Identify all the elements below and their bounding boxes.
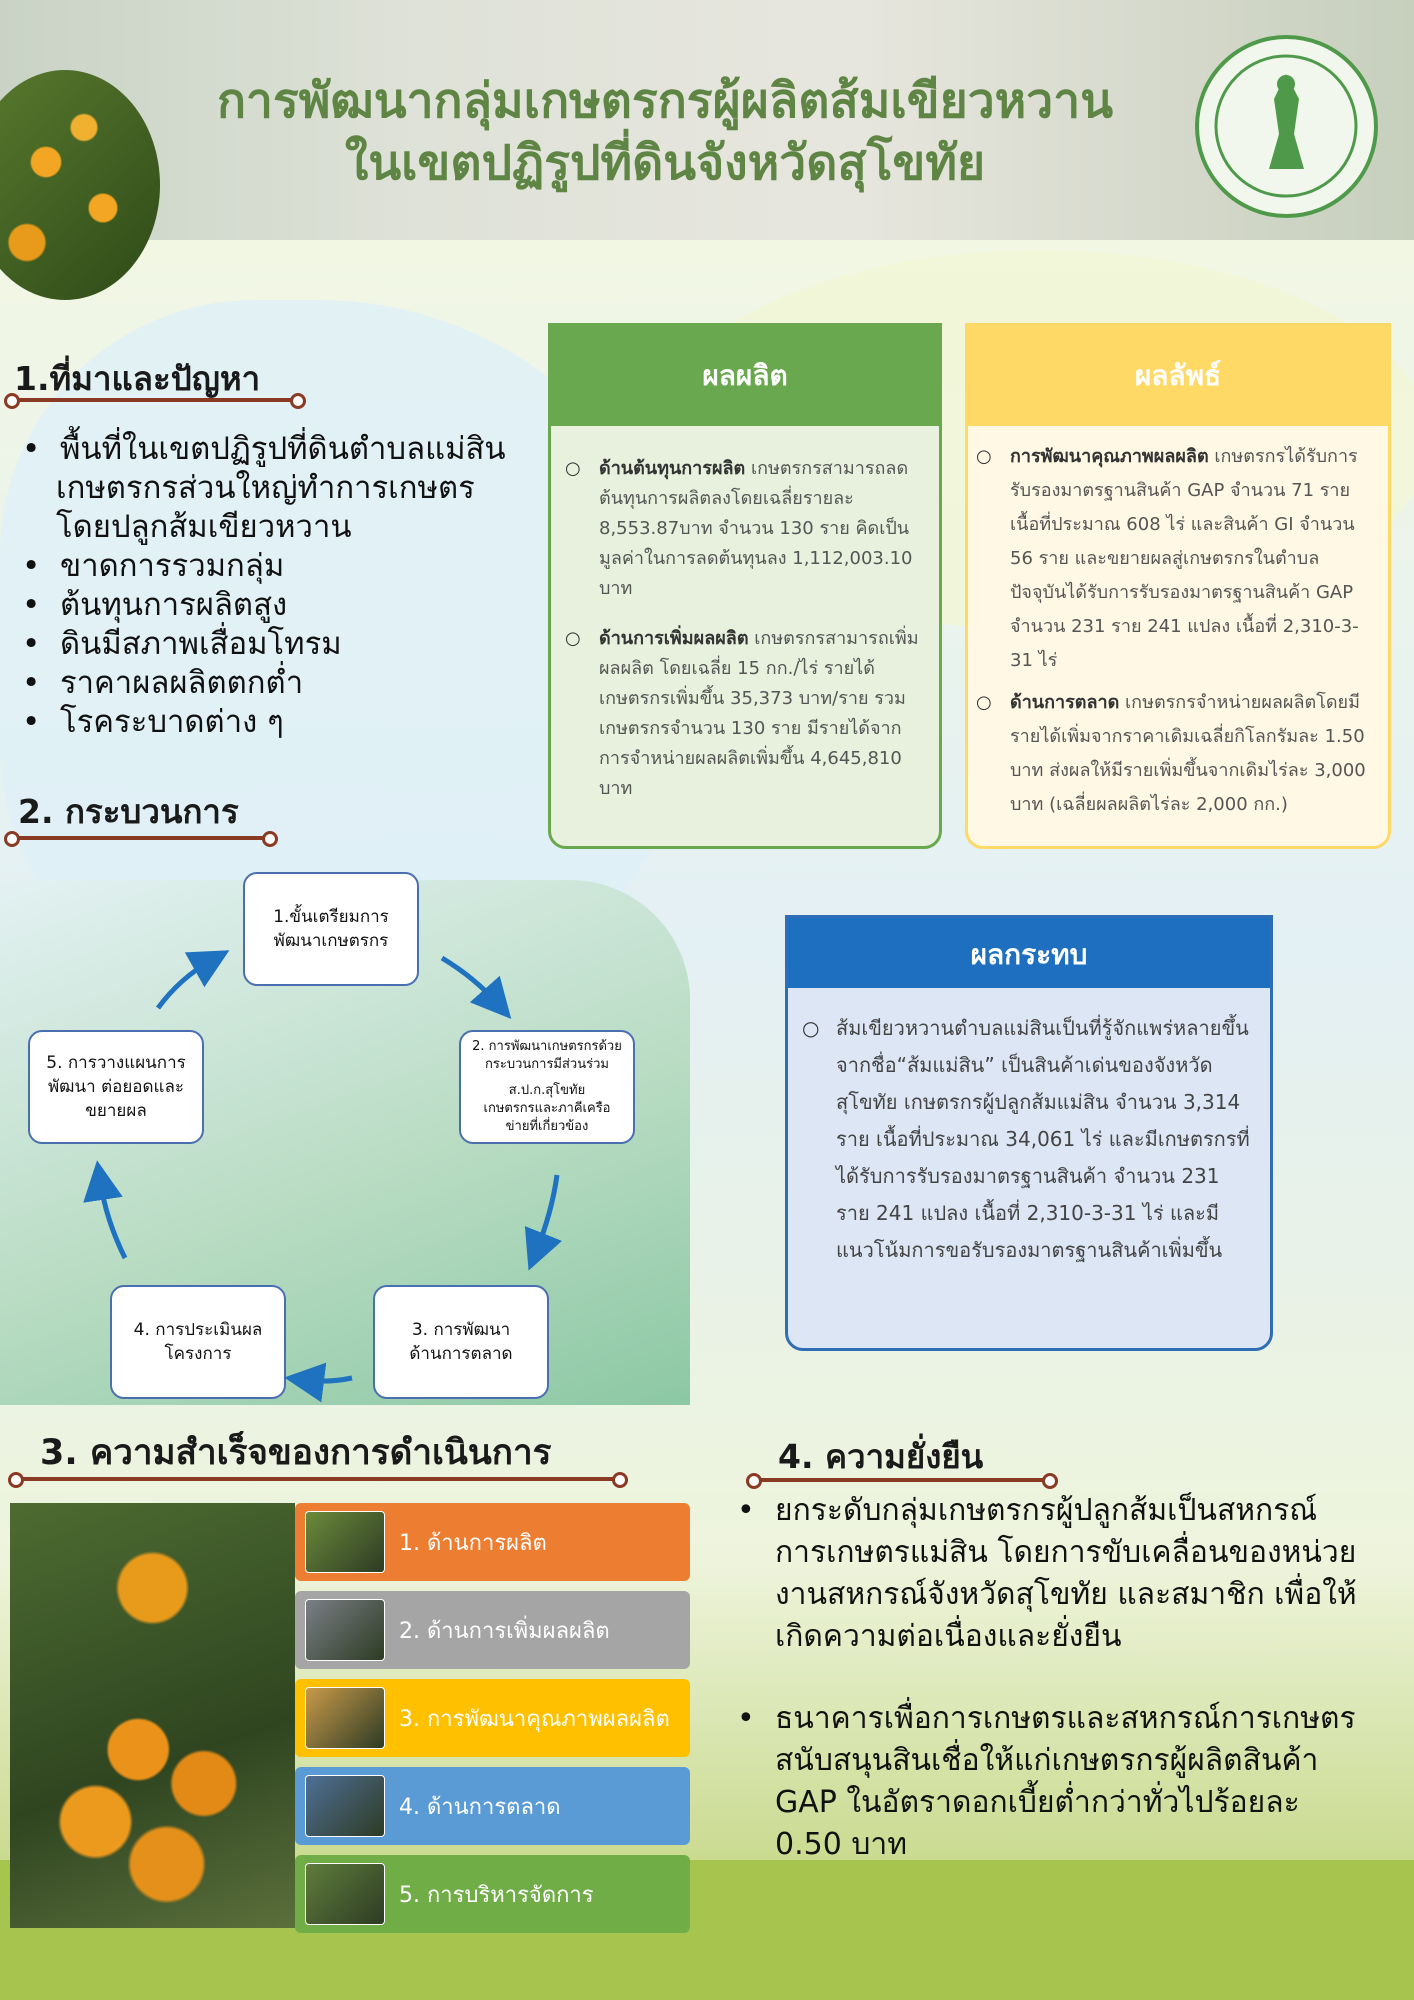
thumbnail-photo (305, 1863, 385, 1925)
success-item: 1. ด้านการผลิต (295, 1503, 690, 1581)
arrow-icon (524, 1174, 562, 1271)
outcome-item-2-text: เกษตรกรจำหน่ายผลผลิตโดยมีรายได้เพิ่มจากร… (1010, 692, 1366, 815)
process-step-1-label: 1.ขั้นเตรียมการพัฒนาเกษตรกร (273, 907, 389, 951)
output-item-1-text: เกษตรกรสามารถลดต้นทุนการผลิตลงโดยเฉลี่ยร… (599, 458, 913, 599)
process-step-4: 4. การประเมินผลโครงการ (110, 1285, 286, 1399)
section2-title: 2. กระบวนการ (18, 792, 239, 831)
arrow-icon (440, 955, 512, 1019)
process-step-4-label: 4. การประเมินผลโครงการ (133, 1320, 263, 1364)
list-item: ต้นทุนการผลิตสูง (20, 586, 560, 625)
output-item-1-head: ด้านต้นทุนการผลิต (599, 458, 746, 479)
output-card: ผลผลิต ด้านต้นทุนการผลิต เกษตรกรสามารถลด… (548, 323, 942, 849)
output-item-1: ด้านต้นทุนการผลิต เกษตรกรสามารถลดต้นทุนก… (565, 454, 929, 604)
outcome-card-title: ผลลัพธ์ (968, 326, 1388, 426)
success-item-label: 2. ด้านการเพิ่มผลผลิต (399, 1618, 610, 1644)
agency-logo (1195, 35, 1378, 218)
impact-item: ส้มเขียวหวานตำบลแม่สินเป็นที่รู้จักแพร่ห… (802, 1010, 1256, 1269)
arrow-icon (155, 950, 230, 1010)
list-item: เกษตรกรส่วนใหญ่ทำการเกษตร (56, 470, 475, 506)
thumbnail-photo (305, 1775, 385, 1837)
process-step-3: 3. การพัฒนาด้านการตลาด (373, 1285, 549, 1399)
impact-card-body: ส้มเขียวหวานตำบลแม่สินเป็นที่รู้จักแพร่ห… (788, 988, 1270, 1269)
title-line-2: ในเขตปฏิรูปที่ดินจังหวัดสุโขทัย (344, 135, 986, 191)
sustainability-list: ยกระดับกลุ่มเกษตรกรผู้ปลูกส้มเป็นสหกรณ์ก… (735, 1490, 1375, 1866)
outcome-item-2: ด้านการตลาด เกษตรกรจำหน่ายผลผลิตโดยมีราย… (976, 686, 1376, 822)
process-step-5: 5. การวางแผนการพัฒนา ต่อยอดและขยายผล (28, 1030, 204, 1144)
section3-title: 3. ความสำเร็จของการดำเนินการ (40, 1433, 552, 1473)
impact-card: ผลกระทบ ส้มเขียวหวานตำบลแม่สินเป็นที่รู้… (785, 915, 1273, 1351)
arrow-icon (83, 1160, 128, 1260)
thumbnail-photo (305, 1511, 385, 1573)
process-arrows (83, 950, 562, 1403)
success-item-label: 4. ด้านการตลาด (399, 1794, 561, 1820)
process-step-1: 1.ขั้นเตรียมการพัฒนาเกษตรกร (243, 872, 419, 986)
outcome-item-1-text: เกษตรกรได้รับการรับรองมาตรฐานสินค้า GAP … (1010, 446, 1359, 671)
list-item: ราคาผลผลิตตกต่ำ (20, 664, 560, 703)
orange-fruit-photo (10, 1503, 295, 1928)
outcome-item-1-head: การพัฒนาคุณภาพผลผลิต (1010, 446, 1209, 467)
success-item-label: 3. การพัฒนาคุณภาพผลผลิต (399, 1706, 670, 1732)
list-item: ดินมีสภาพเสื่อมโทรม (20, 625, 560, 664)
process-step-2: 2. การพัฒนาเกษตรกรด้วยกระบวนการมีส่วนร่ว… (459, 1030, 635, 1144)
success-item-label: 1. ด้านการผลิต (399, 1530, 547, 1556)
list-item: ขาดการรวมกลุ่ม (20, 547, 560, 586)
thumbnail-photo (305, 1599, 385, 1661)
problem-list: พื้นที่ในเขตปฏิรูปที่ดินตำบลแม่สิน เกษตร… (20, 430, 560, 742)
success-item: 4. ด้านการตลาด (295, 1767, 690, 1845)
list-item: ยกระดับกลุ่มเกษตรกรผู้ปลูกส้มเป็นสหกรณ์ก… (735, 1490, 1375, 1658)
outcome-card: ผลลัพธ์ การพัฒนาคุณภาพผลผลิต เกษตรกรได้ร… (965, 323, 1391, 849)
list-item: โรคระบาดต่าง ๆ (20, 703, 560, 742)
process-step-3-label: 3. การพัฒนาด้านการตลาด (409, 1320, 513, 1364)
output-item-2-head: ด้านการเพิ่มผลผลิต (599, 628, 749, 649)
process-step-5-label: 5. การวางแผนการพัฒนา ต่อยอดและขยายผล (46, 1053, 186, 1121)
header-background (0, 0, 1414, 240)
orange-tree-photo (0, 70, 160, 300)
success-item: 5. การบริหารจัดการ (295, 1855, 690, 1933)
title-line-1: การพัฒนากลุ่มเกษตรกรผู้ผลิตส้มเขียวหวาน (216, 73, 1113, 129)
section1-title: 1.ที่มาและปัญหา (14, 359, 261, 398)
impact-text: ส้มเขียวหวานตำบลแม่สินเป็นที่รู้จักแพร่ห… (836, 1016, 1250, 1262)
output-card-body: ด้านต้นทุนการผลิต เกษตรกรสามารถลดต้นทุนก… (551, 426, 939, 804)
list-item: โดยปลูกส้มเขียวหวาน (56, 509, 352, 545)
outcome-item-1: การพัฒนาคุณภาพผลผลิต เกษตรกรได้รับการรับ… (976, 440, 1376, 678)
success-item: 2. ด้านการเพิ่มผลผลิต (295, 1591, 690, 1669)
arrow-icon (284, 1362, 353, 1403)
section-underline (8, 1472, 628, 1488)
output-card-title: ผลผลิต (551, 326, 939, 426)
output-item-2-text: เกษตรกรสามารถเพิ่มผลผลิต โดยเฉลี่ย 15 กก… (599, 628, 919, 799)
section-underline (746, 1473, 1058, 1489)
output-item-2: ด้านการเพิ่มผลผลิต เกษตรกรสามารถเพิ่มผลผ… (565, 624, 929, 804)
list-item: ธนาคารเพื่อการเกษตรและสหกรณ์การเกษตร สนั… (735, 1698, 1375, 1866)
thumbnail-photo (305, 1687, 385, 1749)
section4-title: 4. ความยั่งยืน (778, 1437, 984, 1476)
outcome-card-body: การพัฒนาคุณภาพผลผลิต เกษตรกรได้รับการรับ… (968, 426, 1388, 822)
list-item: พื้นที่ในเขตปฏิรูปที่ดินตำบลแม่สิน (20, 430, 560, 469)
success-item-label: 5. การบริหารจัดการ (399, 1882, 594, 1908)
poster-title: การพัฒนากลุ่มเกษตรกรผู้ผลิตส้มเขียวหวาน … (130, 70, 1200, 194)
outcome-item-2-head: ด้านการตลาด (1010, 692, 1120, 713)
success-item: 3. การพัฒนาคุณภาพผลผลิต (295, 1679, 690, 1757)
impact-card-title: ผลกระทบ (788, 918, 1270, 988)
process-step-2-sub: ส.ป.ก.สุโขทัย เกษตรกรและภาคีเครือข่ายที่… (483, 1083, 611, 1134)
section-underline (4, 831, 278, 847)
process-step-2-label: 2. การพัฒนาเกษตรกรด้วยกระบวนการมีส่วนร่ว… (472, 1039, 622, 1072)
section-underline (4, 393, 306, 409)
